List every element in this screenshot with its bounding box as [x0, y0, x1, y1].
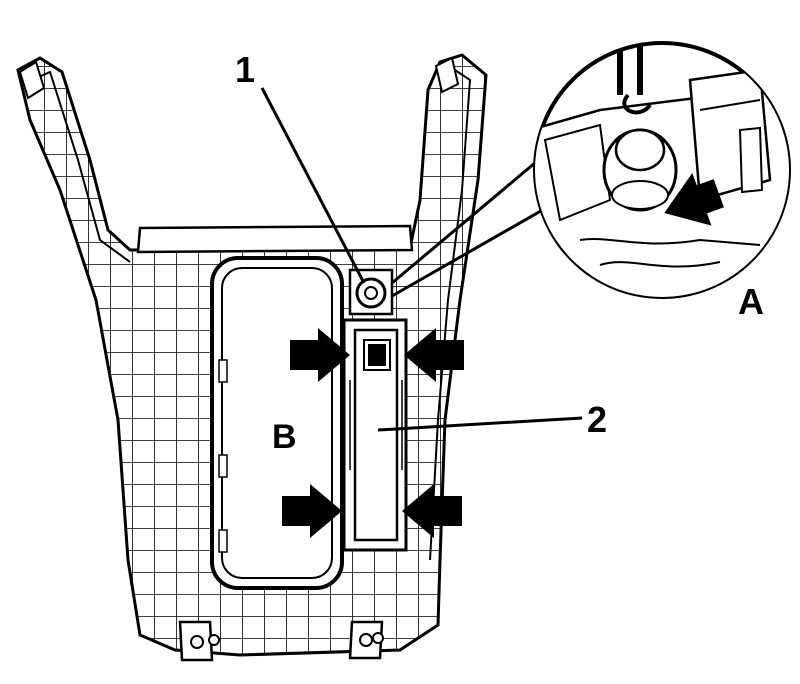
callout-1-label: 1: [235, 49, 255, 90]
arrow-left-icon: [402, 484, 462, 538]
component-2-switch: [342, 318, 408, 552]
callout-a-label: A: [738, 281, 764, 322]
detail-leader: [391, 150, 561, 298]
arrow-left-icon: [664, 173, 724, 226]
arrow-left-icon: [404, 328, 464, 382]
callout-b-label: B: [272, 418, 297, 456]
detail-view-a: [533, 41, 791, 299]
connector-1: [348, 268, 394, 316]
callout-2-label: 2: [587, 399, 607, 440]
callout-2-leader: [377, 416, 583, 432]
callout-1-leader: [260, 87, 366, 284]
arrow-right-icon: [282, 484, 342, 538]
arrow-right-icon: [290, 328, 350, 382]
press-arrows: [282, 328, 464, 538]
